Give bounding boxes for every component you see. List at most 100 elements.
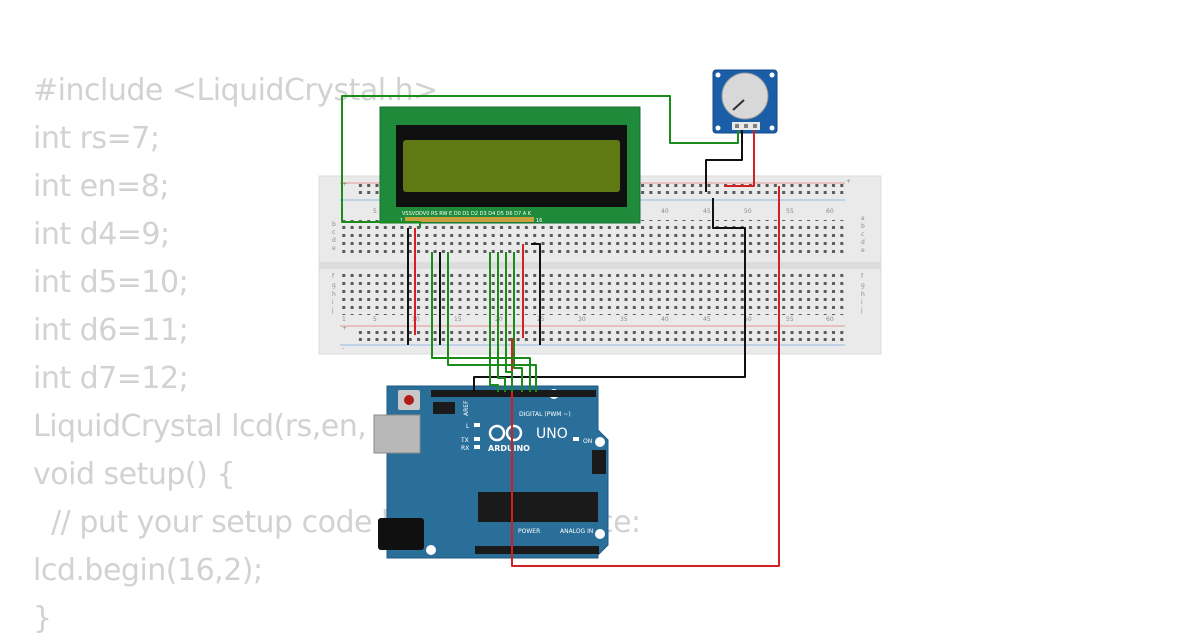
- uno-label: UNO: [536, 426, 568, 442]
- mount-hole: [595, 529, 605, 539]
- rail-plus-symbol: +: [846, 178, 851, 185]
- pot-knob-indicator: [732, 99, 745, 111]
- rail-plus-symbol: +: [342, 325, 347, 332]
- code-line: LiquidCrystal lcd(rs,en,: [33, 409, 367, 444]
- code-line: void setup() {: [33, 457, 235, 492]
- row-letter: a: [861, 215, 865, 222]
- lcd-pin-last: 16: [536, 218, 542, 224]
- row-letters-right: a b c d e f g h i j: [860, 215, 865, 314]
- column-number: 40: [661, 316, 669, 323]
- digital-label: DIGITAL (PWM ~): [519, 411, 571, 418]
- rx-led: [474, 445, 480, 449]
- breadboard: + + + - 5 10 15 20 25 30 35 40 45 50: [318, 175, 882, 355]
- circuit-diagram: + + + - 5 10 15 20 25 30 35 40 45 50: [318, 69, 882, 567]
- lcd-header-pins: [405, 217, 534, 222]
- row-letter: d: [861, 239, 865, 246]
- pot-pin: [753, 124, 757, 128]
- pot-mount-hole: [769, 125, 775, 131]
- row-letter: e: [332, 245, 336, 252]
- wire-lcd-backlight-cathode: [531, 243, 541, 345]
- column-number: 5: [373, 208, 377, 215]
- column-number: 50: [744, 316, 752, 323]
- mount-hole: [595, 437, 605, 447]
- wire-gnd-to-arduino: [473, 198, 746, 392]
- code-line: int d4=9;: [33, 217, 170, 252]
- icsp-header: [433, 402, 455, 414]
- code-line: #include <LiquidCrystal.h>: [33, 73, 438, 108]
- power-analog-header: [475, 546, 599, 554]
- arduino-logo: [488, 424, 523, 442]
- wires: [341, 95, 780, 567]
- l-led: [474, 423, 480, 427]
- code-line: int en=8;: [33, 169, 169, 204]
- tx-led: [474, 437, 480, 441]
- column-number: 35: [620, 316, 628, 323]
- wire-lcd-d7: [513, 252, 523, 392]
- row-letter: e: [861, 247, 865, 254]
- column-number: 30: [578, 316, 586, 323]
- wire-lcd-d5: [497, 252, 506, 392]
- column-number: 5: [373, 316, 377, 323]
- row-letter: b: [861, 223, 865, 230]
- column-number: 60: [826, 208, 834, 215]
- code-line: int d7=12;: [33, 361, 189, 396]
- row-letter: c: [332, 229, 335, 236]
- column-number: 45: [703, 316, 711, 323]
- column-number: 60: [826, 316, 834, 323]
- row-letter: j: [331, 307, 334, 314]
- pot-knob[interactable]: [721, 72, 769, 120]
- column-number: 40: [661, 208, 669, 215]
- pot-mount-hole: [715, 125, 721, 131]
- lcd-pin-labels: VSSVDDV0 RS RW E D0 D1 D2 D3 D4 D5 D6 D7…: [402, 211, 532, 217]
- row-letter: h: [332, 291, 336, 298]
- center-channel: [319, 262, 881, 269]
- column-number: 55: [786, 208, 794, 215]
- top-terminal-holes: [340, 220, 845, 258]
- pot-mount-hole: [715, 72, 721, 78]
- row-letter: g: [861, 282, 865, 289]
- row-letter: j: [860, 307, 863, 314]
- pot-pin: [735, 124, 739, 128]
- wire-pot-vcc: [724, 130, 755, 187]
- rx-label: RX: [461, 445, 469, 452]
- code-line: int d6=11;: [33, 313, 189, 348]
- column-number: 1: [342, 316, 346, 323]
- column-number: 15: [454, 316, 462, 323]
- column-number: 45: [703, 208, 711, 215]
- row-letter: d: [332, 237, 336, 244]
- bottom-terminal-holes: [340, 273, 845, 315]
- aref-label: AREF: [463, 400, 470, 416]
- row-letter: g: [332, 282, 336, 289]
- row-letter: f: [861, 273, 864, 280]
- code-line: int rs=7;: [33, 121, 160, 156]
- row-letter: i: [861, 299, 863, 306]
- pot-pin: [744, 124, 748, 128]
- row-letter: c: [861, 231, 864, 238]
- usb-port: [373, 414, 421, 454]
- arduino-brand: ARDUINO: [488, 444, 530, 453]
- rail-plus-symbol: +: [342, 181, 347, 188]
- column-number: 55: [786, 316, 794, 323]
- tx-label: TX: [460, 437, 469, 444]
- row-letters-left: b c d e f g h i j: [331, 221, 336, 314]
- reset-button-cap: [404, 395, 414, 405]
- wire-lcd-rs: [431, 252, 531, 392]
- code-line: int d5=10;: [33, 265, 189, 300]
- mount-hole: [426, 545, 436, 555]
- arduino-uno[interactable]: DIGITAL (PWM ~) UNO ARDUINO ON TX RX L P…: [373, 385, 609, 559]
- lcd-module[interactable]: VSSVDDV0 RS RW E D0 D1 D2 D3 D4 D5 D6 D7…: [379, 106, 641, 224]
- code-line: }: [33, 601, 52, 636]
- code-line: lcd.begin(16,2);: [33, 553, 263, 588]
- potentiometer[interactable]: [712, 69, 778, 134]
- digital-header: [431, 390, 596, 397]
- on-label: ON: [583, 438, 592, 445]
- row-letter: h: [861, 291, 865, 298]
- wire-lcd-d6: [505, 252, 513, 392]
- row-letter: b: [332, 221, 336, 228]
- l-label: L: [466, 423, 470, 430]
- power-label: POWER: [518, 528, 540, 535]
- bottom-power-rail-holes: [355, 331, 845, 345]
- atmega-chip: [478, 492, 598, 522]
- on-led: [573, 437, 579, 441]
- icsp-header-2: [592, 450, 606, 474]
